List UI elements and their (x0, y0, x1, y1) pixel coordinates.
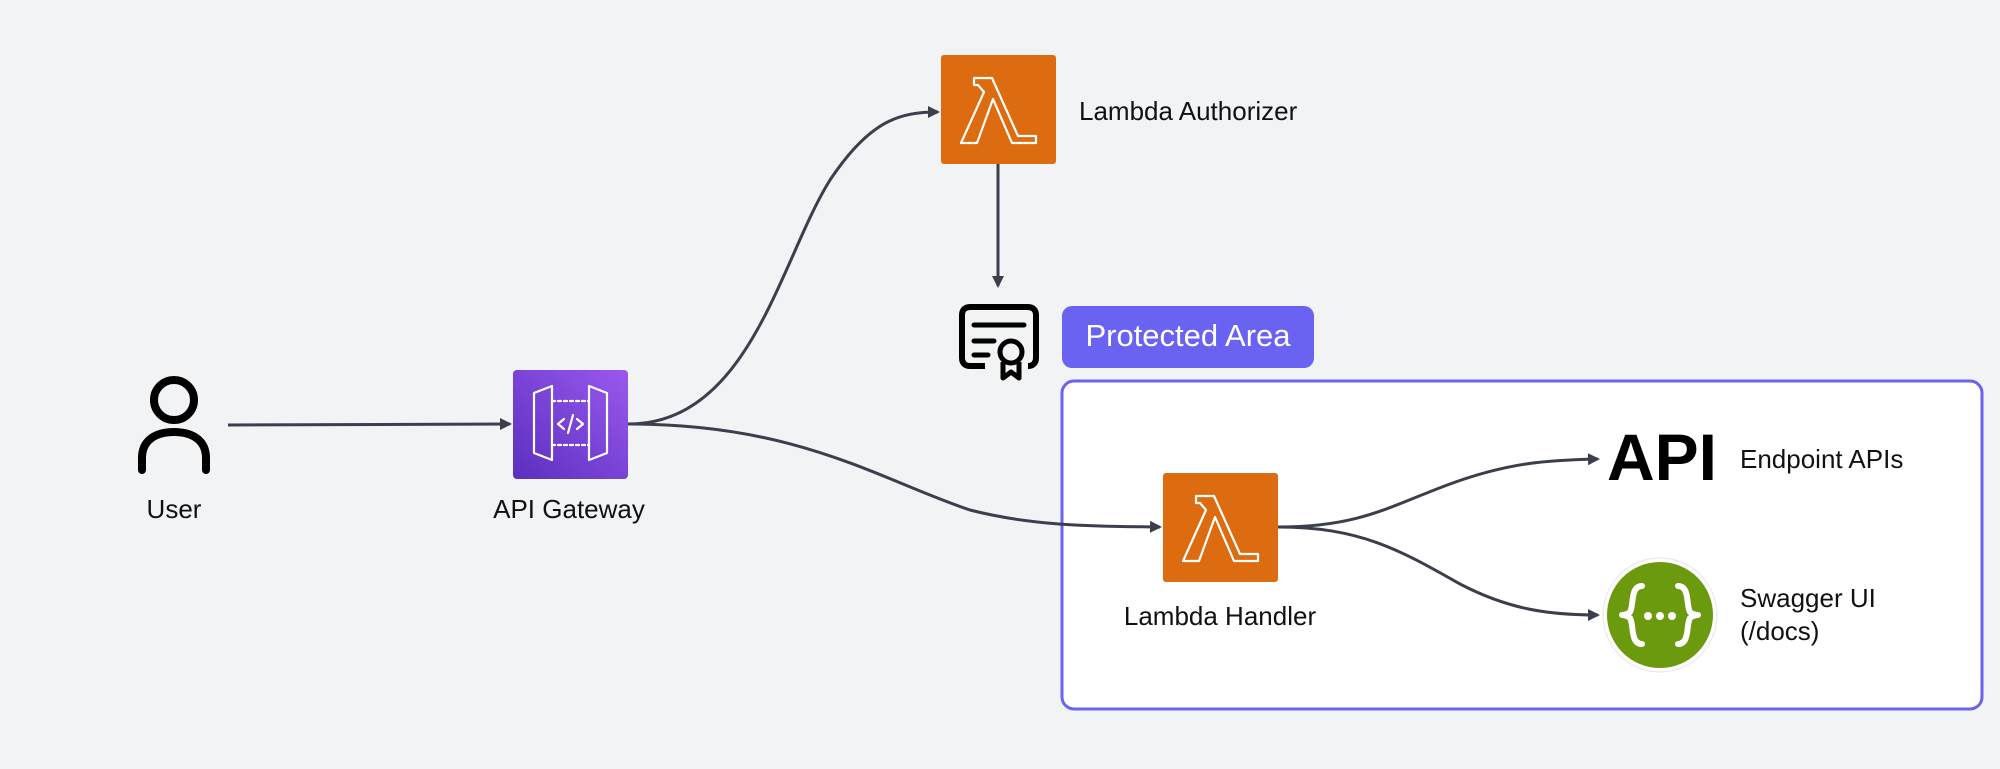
api-icon: API (1607, 420, 1717, 494)
swagger-ui-label: Swagger UI (1740, 583, 1876, 613)
protected-area-box (1060, 379, 1984, 711)
edge-user-to-gateway (227, 418, 512, 431)
user-icon (138, 376, 210, 474)
protected-area-badge: Protected Area (1062, 306, 1314, 368)
api-gateway-icon (513, 370, 628, 479)
swagger-ui-node: Swagger UI (/docs) (1602, 557, 1876, 673)
protected-area-label: Protected Area (1085, 318, 1291, 353)
user-node: User (138, 376, 210, 524)
lambda-icon (941, 55, 1056, 164)
edge-gateway-to-handler (627, 422, 1162, 533)
lambda-icon (1163, 473, 1278, 582)
edge-gateway-to-authorizer (627, 106, 940, 426)
swagger-ui-path-label: (/docs) (1740, 616, 1819, 646)
user-label: User (147, 494, 202, 524)
swagger-icon (1602, 557, 1718, 673)
endpoint-apis-node: API Endpoint APIs (1607, 420, 1903, 494)
edge-handler-to-swagger (1277, 525, 1600, 621)
api-gateway-label: API Gateway (493, 494, 645, 524)
certificate-node (959, 304, 1039, 381)
edge-handler-to-endpoint-apis (1277, 453, 1600, 529)
lambda-handler-node: Lambda Handler (1124, 473, 1317, 631)
certificate-icon (959, 304, 1039, 381)
endpoint-apis-label: Endpoint APIs (1740, 444, 1903, 474)
lambda-handler-label: Lambda Handler (1124, 601, 1317, 631)
lambda-authorizer-node: Lambda Authorizer (941, 55, 1298, 164)
lambda-authorizer-label: Lambda Authorizer (1079, 96, 1298, 126)
api-gateway-node: API Gateway (493, 370, 645, 524)
